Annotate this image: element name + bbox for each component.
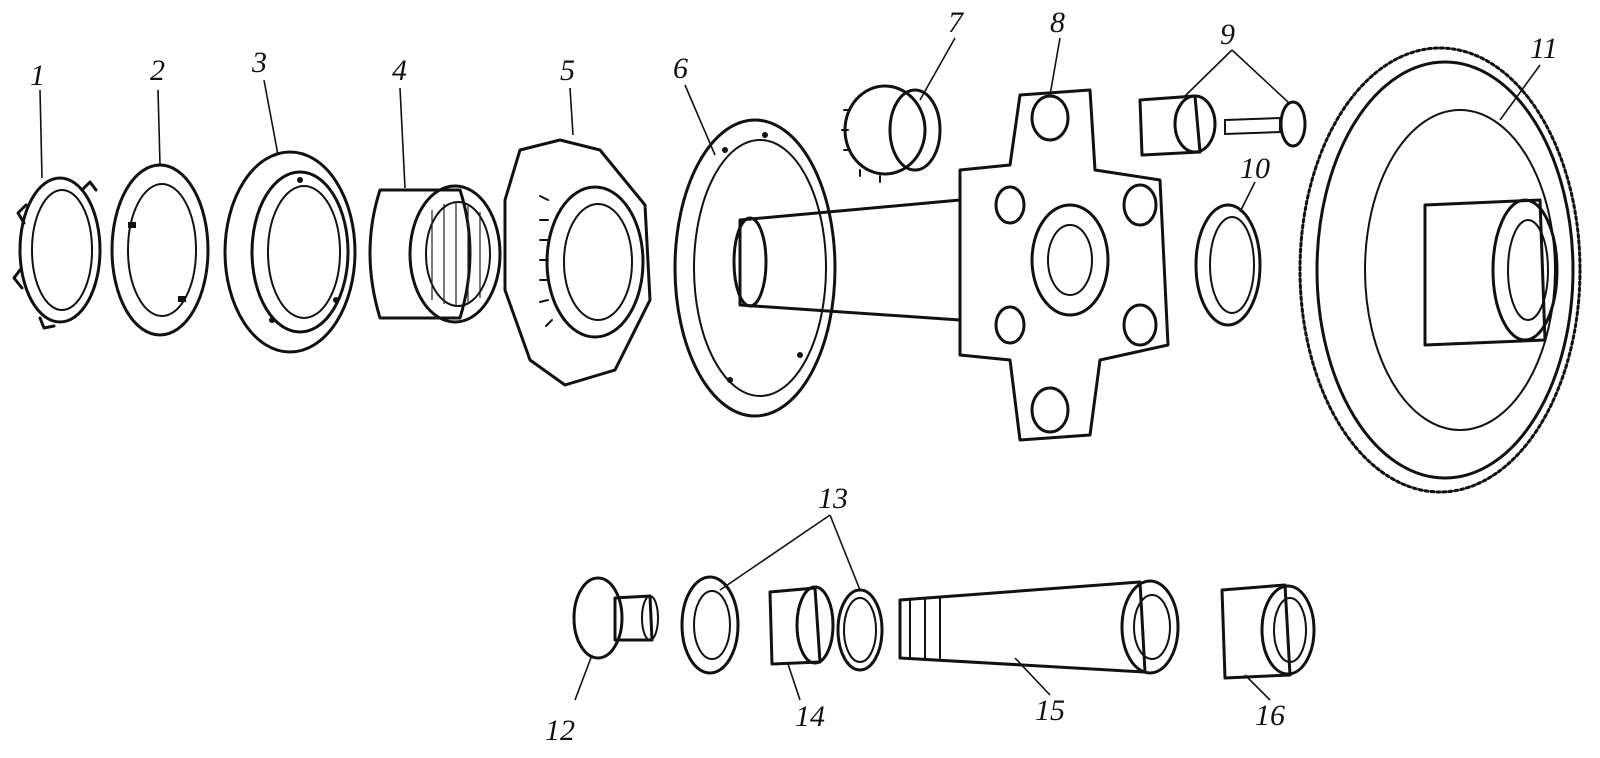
label-14: 14 xyxy=(795,700,825,733)
label-8: 8 xyxy=(1050,6,1065,39)
label-15: 15 xyxy=(1035,694,1065,727)
part-7-spur-gear xyxy=(841,84,942,183)
label-3: 3 xyxy=(251,46,267,79)
label-1: 1 xyxy=(30,59,45,92)
label-5: 5 xyxy=(560,54,575,87)
label-13: 13 xyxy=(818,482,848,515)
part-8-shaft-spider xyxy=(732,88,1170,442)
callout-labels: 1 2 3 4 5 6 7 8 9 10 11 12 13 14 15 16 xyxy=(30,6,1558,747)
part-13-washers xyxy=(680,575,884,675)
part-10-ring xyxy=(1194,203,1262,327)
label-6: 6 xyxy=(673,52,688,85)
label-2: 2 xyxy=(150,54,165,87)
label-10: 10 xyxy=(1240,152,1270,185)
label-9: 9 xyxy=(1220,18,1235,51)
part-2-washer xyxy=(110,163,210,337)
part-12-threaded-nut xyxy=(572,576,659,660)
part-15-tapered-shaft xyxy=(898,579,1180,675)
label-16: 16 xyxy=(1255,699,1285,732)
part-6-gasket-plate xyxy=(673,118,837,418)
label-11: 11 xyxy=(1530,32,1558,65)
part-5-gear-flange xyxy=(503,138,652,387)
part-4-roller-bearing xyxy=(368,184,502,324)
part-3-bearing-cover xyxy=(223,150,357,354)
label-4: 4 xyxy=(392,54,407,87)
part-16-cap xyxy=(1220,583,1316,680)
leader-lines xyxy=(39,37,1541,701)
part-1-lock-nut xyxy=(12,176,102,330)
part-9-pinion-and-bushing xyxy=(1138,94,1307,157)
part-14-bushing xyxy=(768,585,835,666)
part-11-ring-gear xyxy=(1298,46,1582,494)
label-7: 7 xyxy=(948,6,965,39)
label-12: 12 xyxy=(545,714,575,747)
